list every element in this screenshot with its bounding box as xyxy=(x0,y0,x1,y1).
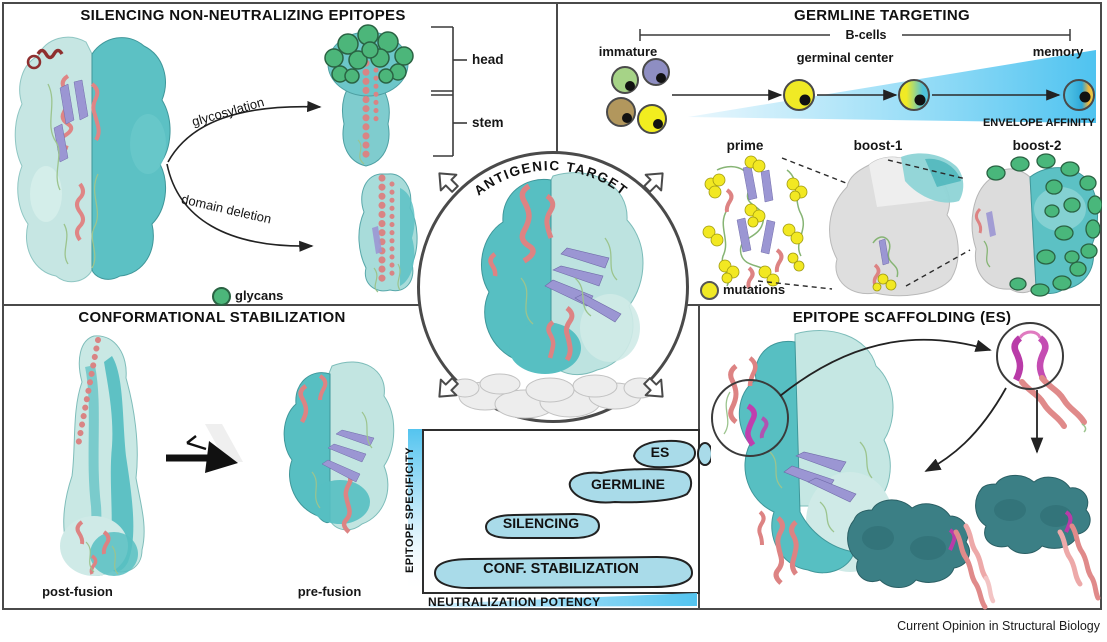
boost1-immunogen-structure xyxy=(829,153,964,297)
region-silencing xyxy=(485,513,600,539)
chart-x-axis-label: NEUTRALIZATION POTENCY xyxy=(428,595,601,609)
epitope-detail-circle xyxy=(996,322,1064,390)
epitope-highlight-circle xyxy=(711,379,789,457)
scaffold-protein-1 xyxy=(847,499,996,610)
prime-immunogen-structure xyxy=(702,155,808,289)
germline-panel-title: GERMLINE TARGETING xyxy=(794,7,970,24)
chart-region-label-conf: CONF. STABILIZATION xyxy=(483,561,639,577)
glycan-blobs xyxy=(324,24,414,84)
prefusion-structure xyxy=(283,361,395,534)
prime-label: prime xyxy=(726,138,764,153)
silenced-trimer-structure xyxy=(14,36,171,283)
outer-border xyxy=(2,2,1102,610)
chart-region-label-germline: GERMLINE xyxy=(591,476,665,492)
specificity-potency-chart xyxy=(408,429,711,607)
head-label: head xyxy=(472,52,504,67)
epitope-detail-structure xyxy=(996,322,1087,433)
antigenic-target-structure xyxy=(450,172,657,419)
stage-immature-label: immature xyxy=(598,44,658,59)
silencing-panel-title: SILENCING NON-NEUTRALIZING EPITOPES xyxy=(80,7,406,24)
boost2-immunogen-structure xyxy=(971,153,1102,297)
scaffolding-panel-title: EPITOPE SCAFFOLDING (ES) xyxy=(792,309,1012,326)
conformational-panel-title: CONFORMATIONAL STABILIZATION xyxy=(78,309,346,326)
glycans-legend-label: glycans xyxy=(235,288,284,303)
journal-caption: Current Opinion in Structural Biology xyxy=(897,619,1100,633)
chart-region-label-es: ES xyxy=(650,444,670,460)
postfusion-label: post-fusion xyxy=(42,584,113,599)
stage-memory-label: memory xyxy=(1032,44,1084,59)
mutation-legend-icon xyxy=(700,281,719,300)
boost1-label: boost-1 xyxy=(853,138,903,153)
postfusion-structure xyxy=(60,335,145,576)
region-es xyxy=(633,439,696,469)
scaffold-protein-2 xyxy=(975,475,1101,601)
glycosylated-structure xyxy=(324,24,414,167)
prefusion-label: pre-fusion xyxy=(297,584,362,599)
y-axis-gradient-bar xyxy=(408,429,422,592)
region-germline xyxy=(568,468,693,504)
region-es-overflow xyxy=(697,442,711,466)
membrane-base xyxy=(450,373,657,419)
stem-label: stem xyxy=(472,115,504,130)
envelope-affinity-label: ENVELOPE AFFINITY xyxy=(982,117,1095,129)
domain-deleted-stem-structure xyxy=(358,173,418,293)
x-axis-gradient-bar xyxy=(429,593,697,607)
chart-region-label-silencing: SILENCING xyxy=(502,515,580,531)
region-conf-stabilization xyxy=(434,556,693,589)
boost2-label: boost-2 xyxy=(1012,138,1062,153)
mutations-legend-label: mutations xyxy=(723,282,786,297)
chart-y-axis-label: EPITOPE SPECIFICITY xyxy=(404,447,416,573)
bcells-label: B-cells xyxy=(845,28,887,42)
glycan-blobs xyxy=(986,153,1102,297)
stage-germinal-center-label: germinal center xyxy=(796,50,894,65)
glycan-legend-icon xyxy=(212,287,231,306)
